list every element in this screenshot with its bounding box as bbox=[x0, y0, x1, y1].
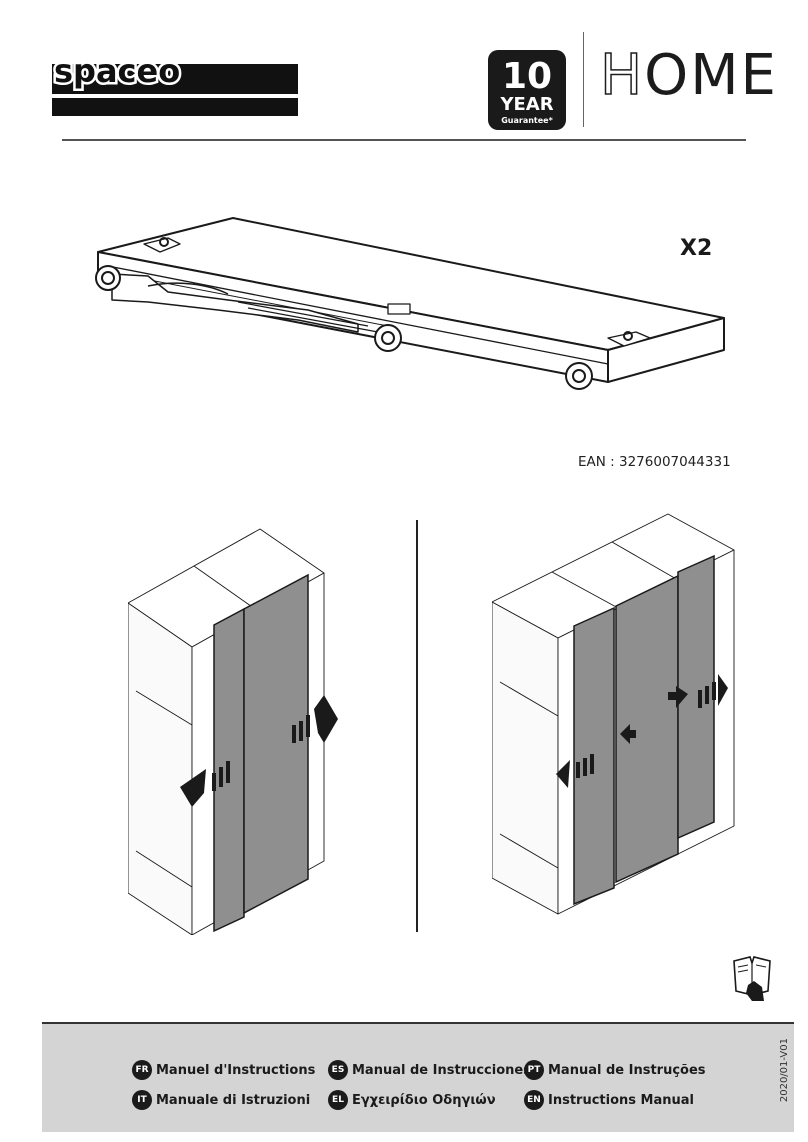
quantity-label: X2 bbox=[680, 236, 713, 261]
header-rule bbox=[62, 139, 746, 141]
arrow-left-icon bbox=[556, 724, 636, 788]
manual-en: EN Instructions Manual bbox=[524, 1090, 694, 1110]
sliding-door-rail-icon bbox=[88, 214, 730, 414]
manual-el: EL Εγχειρίδιο Οδηγιών bbox=[328, 1090, 496, 1110]
manual-es: ES Manual de Instrucciones bbox=[328, 1060, 531, 1080]
manual-label: Manuale di Istruzioni bbox=[156, 1092, 311, 1108]
manual-label: Manual de Instruções bbox=[548, 1062, 706, 1078]
arrow-left-icon bbox=[180, 761, 230, 807]
collection-title: HOME bbox=[599, 47, 778, 105]
manual-fr: FR Manuel d'Instructions bbox=[132, 1060, 315, 1080]
manual-label: Instructions Manual bbox=[548, 1092, 694, 1108]
three-door-wardrobe-icon bbox=[492, 512, 742, 917]
read-manual-icon bbox=[732, 955, 772, 1003]
guarantee-unit: YEAR bbox=[499, 94, 553, 115]
lang-code-badge: EN bbox=[524, 1090, 544, 1110]
manual-it: IT Manuale di Istruzioni bbox=[132, 1090, 310, 1110]
lang-code-badge: PT bbox=[524, 1060, 544, 1080]
spaceo-logo: spaceo bbox=[52, 52, 298, 122]
version-code: 2020/01-V01 bbox=[779, 1038, 790, 1103]
guarantee-years: 10 bbox=[502, 56, 552, 97]
collection-title-rest: OME bbox=[644, 43, 778, 108]
header-divider bbox=[583, 32, 584, 127]
lang-code-badge: FR bbox=[132, 1060, 152, 1080]
collection-title-initial: H bbox=[599, 43, 645, 108]
brand-name: spaceo bbox=[54, 52, 180, 90]
guarantee-badge: 10 YEAR Guarantee* bbox=[488, 50, 566, 130]
ean-code: EAN : 3276007044331 bbox=[578, 454, 731, 470]
arrow-right-icon bbox=[292, 695, 338, 743]
manual-label: Manuel d'Instructions bbox=[156, 1062, 316, 1078]
guarantee-label: Guarantee* bbox=[501, 116, 553, 125]
manual-pt: PT Manual de Instruções bbox=[524, 1060, 706, 1080]
illustration-divider bbox=[416, 520, 418, 932]
arrow-right-icon bbox=[668, 674, 728, 708]
manual-label: Manual de Instrucciones bbox=[352, 1062, 531, 1078]
lang-code-badge: IT bbox=[132, 1090, 152, 1110]
language-footer: FR Manuel d'Instructions ES Manual de In… bbox=[42, 1022, 794, 1132]
lang-code-badge: ES bbox=[328, 1060, 348, 1080]
manual-label: Εγχειρίδιο Οδηγιών bbox=[352, 1092, 496, 1108]
lang-code-badge: EL bbox=[328, 1090, 348, 1110]
two-door-wardrobe-icon bbox=[128, 525, 348, 935]
